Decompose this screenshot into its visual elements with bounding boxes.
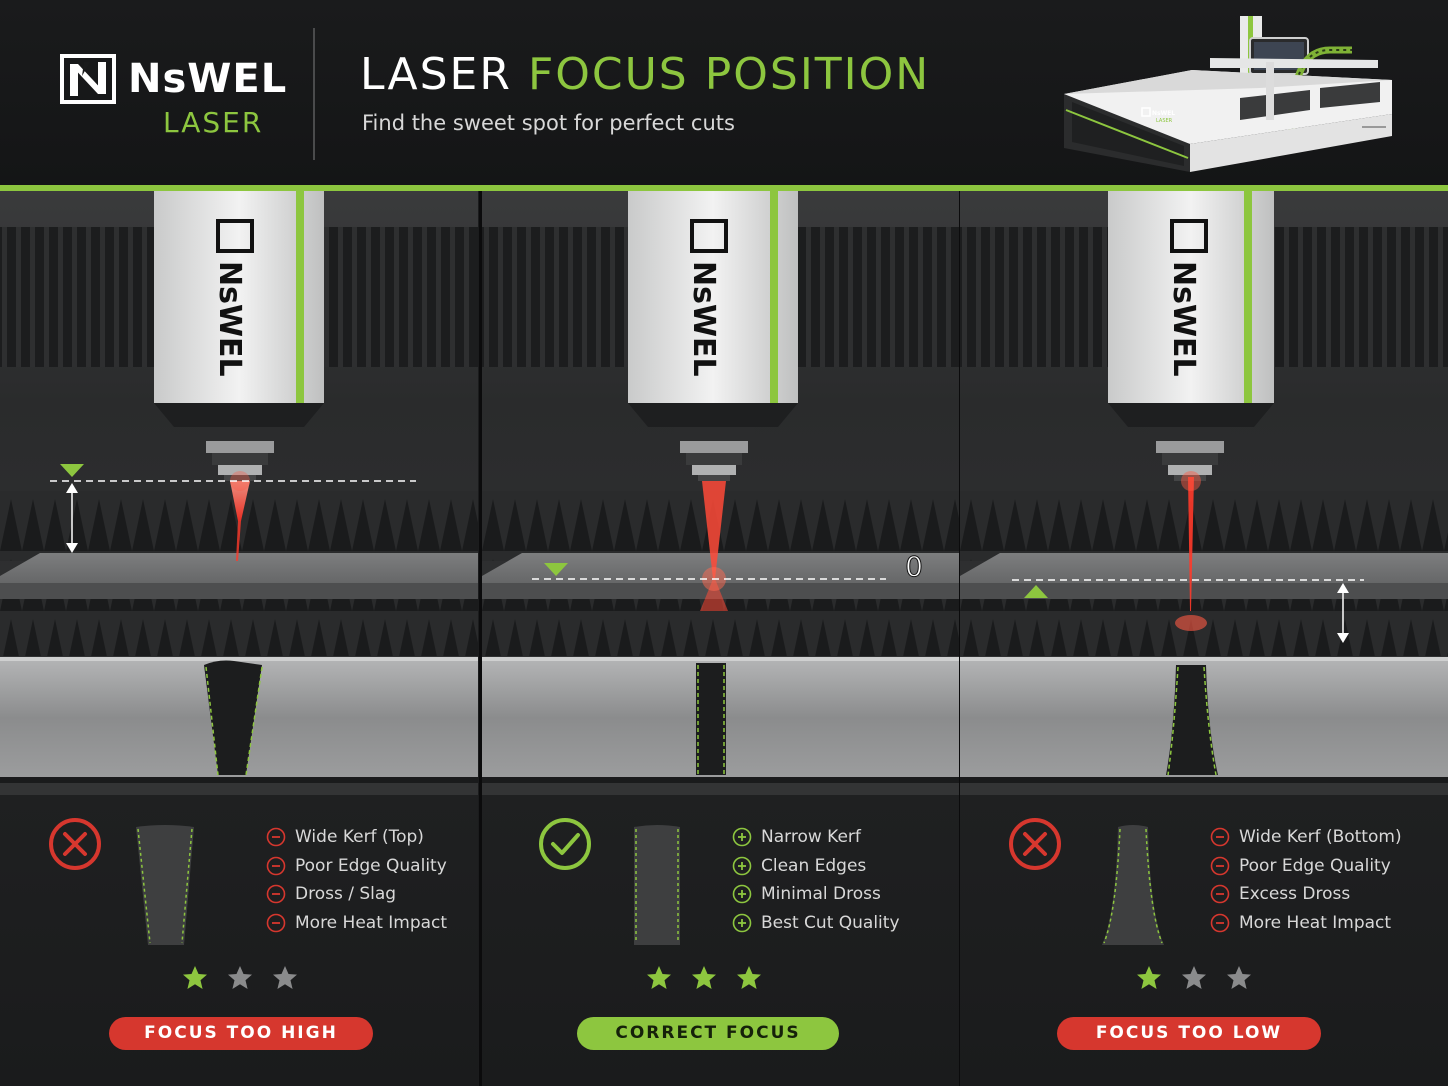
minus-circle-icon (1210, 856, 1230, 876)
feature-item: Poor Edge Quality (1210, 852, 1402, 881)
plus-circle-icon (732, 913, 752, 933)
minus-circle-icon (266, 913, 286, 933)
focus-marker-icon (544, 563, 568, 576)
star-filled-icon (647, 966, 671, 989)
focus-marker-icon (60, 464, 84, 477)
cutting-scene: NsWEL 0 (482, 191, 959, 795)
rating-stars (646, 965, 762, 991)
feature-item: More Heat Impact (1210, 909, 1402, 938)
brand-name: NsWEL (128, 56, 288, 102)
panel-divider (958, 191, 961, 1086)
panel-focus-too-low: NsWEL Wide Kerf (Bottom) Poor Edge Q (960, 191, 1448, 1086)
rating-stars (1136, 965, 1252, 991)
feature-item: Narrow Kerf (732, 823, 900, 852)
feature-list: Narrow Kerf Clean Edges Minimal Dross Be… (732, 823, 900, 937)
head-brand: NsWEL (212, 261, 247, 377)
status-badge: FOCUS TOO HIGH (109, 1017, 373, 1050)
star-empty-icon (273, 966, 297, 989)
rating-stars (182, 965, 298, 991)
zero-marker: 0 (905, 550, 923, 583)
feature-item: Clean Edges (732, 852, 900, 881)
kerf-shape-icon (136, 825, 194, 945)
panel-focus-too-high: NsWEL Wide Kerf (Top) Poor Edge Qual (0, 191, 478, 1086)
minus-circle-icon (266, 884, 286, 904)
brand-sub: LASER (163, 106, 264, 139)
star-filled-icon (692, 966, 716, 989)
star-empty-icon (1227, 966, 1251, 989)
panel-info: Narrow Kerf Clean Edges Minimal Dross Be… (482, 795, 959, 1086)
star-empty-icon (1182, 966, 1206, 989)
panel-info: Wide Kerf (Top) Poor Edge Quality Dross … (0, 795, 478, 1086)
panel-correct-focus: NsWEL 0 Narrow Kerf Clean Edges Minimal … (482, 191, 959, 1086)
plus-circle-icon (732, 884, 752, 904)
page-title: LASER FOCUS POSITION (360, 49, 931, 100)
star-filled-icon (183, 966, 207, 989)
machine-brand: NsWEL (1152, 110, 1175, 117)
feature-item: Minimal Dross (732, 880, 900, 909)
machine-sub: LASER (1156, 118, 1173, 124)
x-circle-icon (1009, 818, 1061, 870)
page-subtitle: Find the sweet spot for perfect cuts (362, 111, 735, 135)
feature-item: Excess Dross (1210, 880, 1402, 909)
feature-item: Best Cut Quality (732, 909, 900, 938)
minus-circle-icon (266, 827, 286, 847)
minus-circle-icon (1210, 884, 1230, 904)
minus-circle-icon (1210, 827, 1230, 847)
minus-circle-icon (1210, 913, 1230, 933)
star-empty-icon (228, 966, 252, 989)
feature-list: Wide Kerf (Top) Poor Edge Quality Dross … (266, 823, 447, 937)
feature-item: Dross / Slag (266, 880, 447, 909)
status-badge: FOCUS TOO LOW (1057, 1017, 1321, 1050)
feature-list: Wide Kerf (Bottom) Poor Edge Quality Exc… (1210, 823, 1402, 937)
cutting-scene: NsWEL (0, 191, 478, 795)
header-accent-rule (0, 185, 1448, 191)
head-brand: NsWEL (686, 261, 721, 377)
brand-logo-icon (60, 54, 116, 104)
plus-circle-icon (732, 827, 752, 847)
focus-marker-icon (1024, 585, 1048, 598)
header: NsWEL LASER LASER FOCUS POSITION Find th… (0, 0, 1448, 191)
plus-circle-icon (732, 856, 752, 876)
feature-item: Poor Edge Quality (266, 852, 447, 881)
laser-machine-image: NsWEL LASER (1064, 16, 1392, 172)
kerf-shape-icon (1102, 825, 1164, 945)
minus-circle-icon (266, 856, 286, 876)
status-badge: CORRECT FOCUS (577, 1017, 839, 1050)
kerf-shape-icon (634, 825, 680, 945)
head-brand: NsWEL (1166, 261, 1201, 377)
feature-item: Wide Kerf (Bottom) (1210, 823, 1402, 852)
panel-info: Wide Kerf (Bottom) Poor Edge Quality Exc… (960, 795, 1448, 1086)
feature-item: More Heat Impact (266, 909, 447, 938)
x-circle-icon (49, 818, 101, 870)
header-divider (313, 28, 315, 160)
panel-divider (479, 191, 482, 1086)
check-circle-icon (539, 818, 591, 870)
feature-item: Wide Kerf (Top) (266, 823, 447, 852)
star-filled-icon (737, 966, 761, 989)
star-filled-icon (1137, 966, 1161, 989)
cutting-scene: NsWEL (960, 191, 1448, 795)
